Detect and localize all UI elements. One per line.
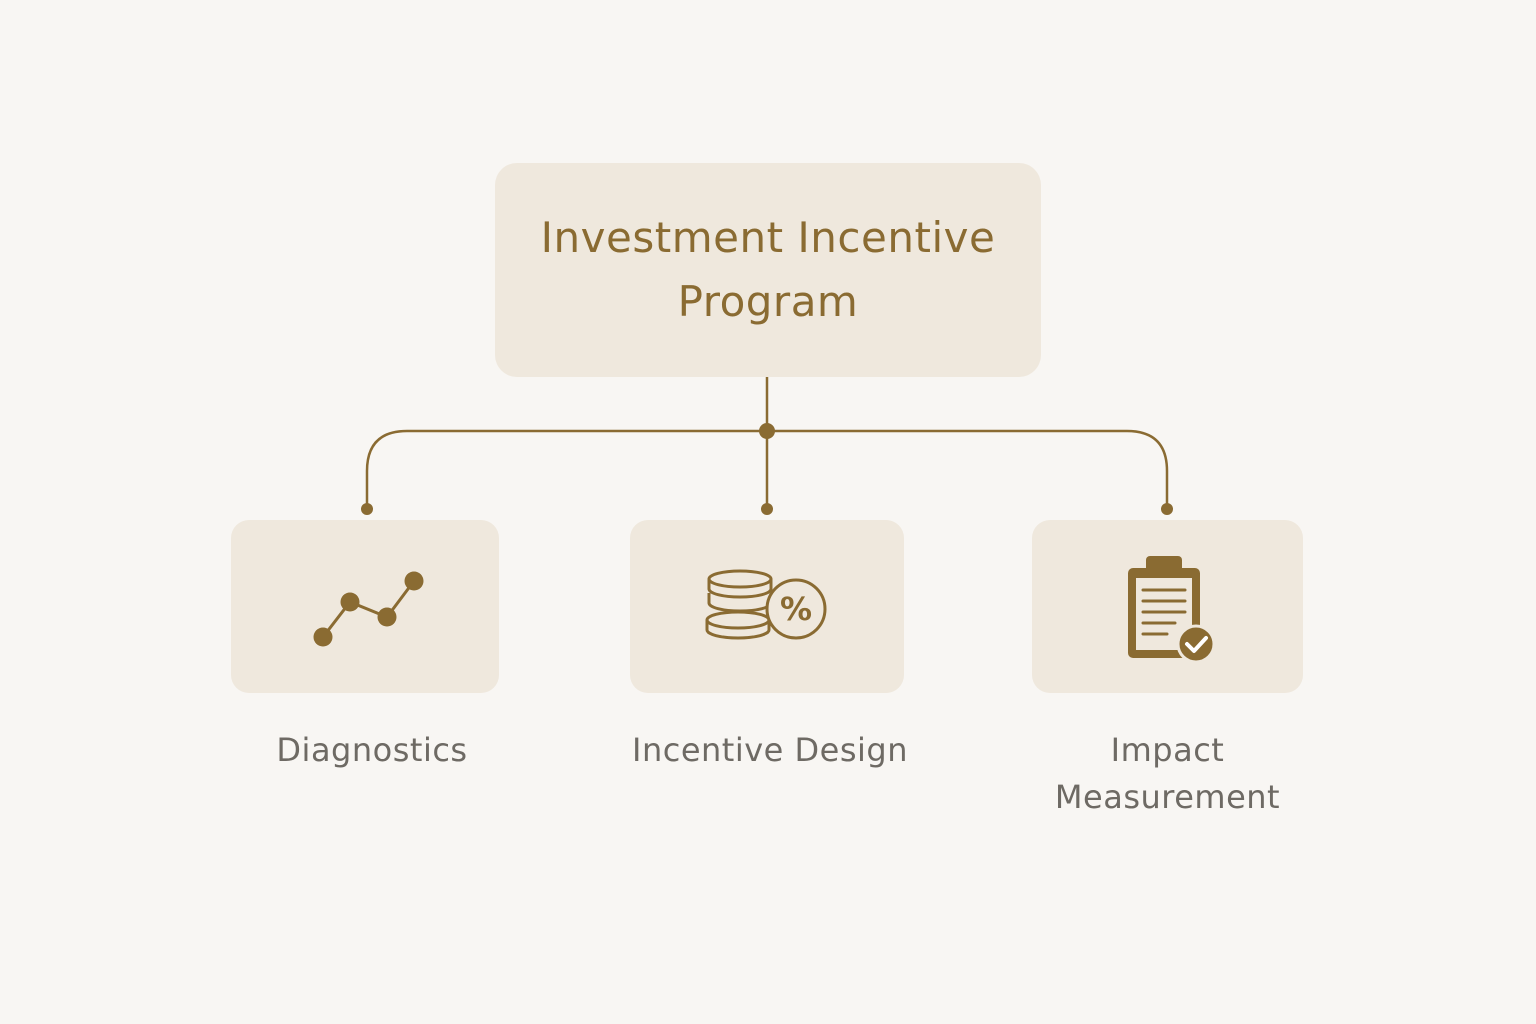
svg-text:%: % (780, 590, 812, 628)
incentive-design-node: % (630, 520, 904, 693)
diagnostics-label: Diagnostics (276, 731, 468, 769)
impact-measurement-node (1032, 520, 1303, 693)
branch-end-dot (761, 503, 773, 515)
root-title: Investment Incentive Program (540, 213, 996, 326)
clipboard-check-icon (1127, 555, 1215, 662)
junction-dot (759, 423, 775, 439)
line-chart-icon (313, 571, 424, 646)
diagnostics-node (231, 520, 499, 693)
branch-end-dot (361, 503, 373, 515)
incentive-design-label: Incentive Design (632, 731, 908, 769)
coins-percent-icon: % (705, 569, 827, 639)
root-node: Investment Incentive Program (495, 163, 1041, 377)
branch-end-dot (1161, 503, 1173, 515)
branch-line (365, 429, 1169, 509)
impact-measurement-label: Impact Measurement (1054, 731, 1281, 816)
